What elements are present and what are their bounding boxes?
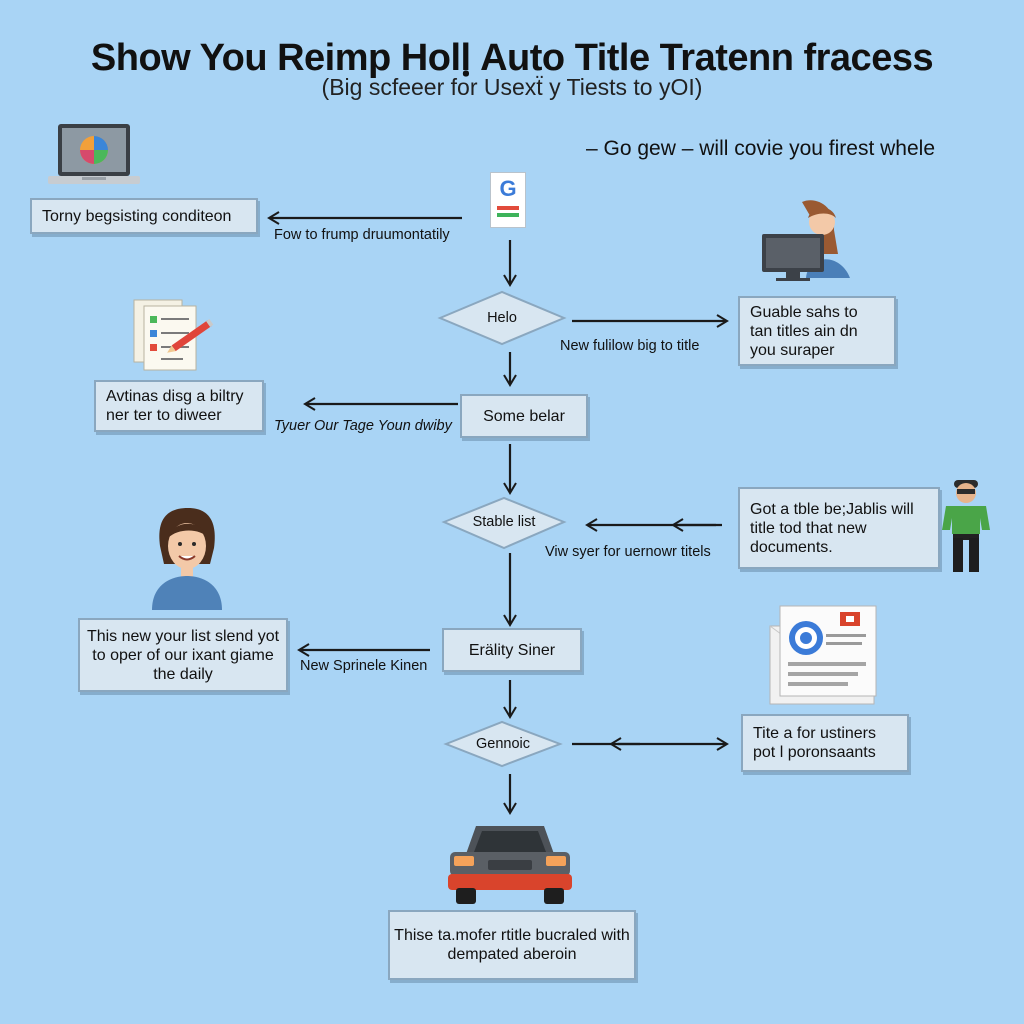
box-right-1-text: Guable sahs to tan titles ain dn you sur…: [750, 303, 858, 359]
documents-pencil-icon: [133, 299, 214, 371]
node-stable-list: Stable list: [472, 514, 536, 530]
box-left-3-text: This new your list slend yot to oper of …: [86, 627, 280, 683]
box-left-2: Avtinas disg a biltry ner ter to diweer: [94, 380, 264, 432]
box-right-3: Tite a for ustiners pot l poronsaants: [741, 714, 909, 772]
diamond-stable-list: [441, 496, 567, 550]
box-left-1-text: Torny begsisting conditeon: [42, 207, 232, 225]
box-right-1: Guable sahs to tan titles ain dn you sur…: [738, 296, 896, 366]
node-some-belar: Some belar: [460, 394, 588, 438]
arrow-label-1: Fow to frump druumontatily: [274, 227, 450, 243]
box-right-2-text: Got a tble be;Jablis will title tod that…: [750, 500, 914, 556]
car-icon: [448, 826, 572, 904]
man-figure-icon: [942, 480, 990, 572]
diamond-helo: [437, 290, 567, 346]
page-title: Show You Reimp Hollฺ Auto Title Tratenn …: [90, 37, 934, 79]
google-logo-icon: G: [490, 172, 526, 228]
box-left-3: This new your list slend yot to oper of …: [78, 618, 288, 692]
person-computer-icon: [762, 200, 850, 281]
laptop-icon: [48, 124, 140, 184]
node-eralty-siner: Erälity Siner: [442, 628, 582, 672]
node-eralty-siner-label: Erälity Siner: [468, 641, 556, 659]
node-some-belar-label: Some belar: [483, 407, 565, 425]
box-bottom-text: Thise ta.mofer rtitle bucraled with demp…: [394, 927, 630, 963]
arrow-label-2: New fulilow big to title: [560, 338, 700, 354]
box-bottom: Thise ta.mofer rtitle bucraled with demp…: [388, 910, 636, 980]
top-note: – Go gew – will covie you firest whele: [586, 137, 935, 160]
box-left-2-text: Avtinas disg a biltry ner ter to diweer: [106, 388, 244, 424]
certificate-document-icon: [769, 605, 877, 705]
box-left-1: Torny begsisting conditeon: [30, 198, 258, 234]
logo-letter: G: [499, 176, 517, 201]
box-right-2: Got a tble be;Jablis will title tod that…: [738, 487, 940, 569]
arrow-label-3: Tyuer Our Tage Youn dwiby: [274, 418, 452, 434]
page-subtitle: (Big scfeeer for Usexẗ y Tiests to yOI): [321, 74, 703, 100]
arrow-label-4: Viw syer for uernowr titels: [545, 544, 711, 560]
diamond-gennoic: [443, 720, 563, 768]
box-right-3-text: Tite a for ustiners pot l poronsaants: [753, 725, 877, 761]
arrow-label-5: New Sprinele Kinen: [300, 658, 428, 674]
node-gennoic: Gennoic: [475, 736, 530, 752]
woman-avatar-icon: [152, 508, 222, 610]
node-helo: Helo: [487, 310, 517, 326]
